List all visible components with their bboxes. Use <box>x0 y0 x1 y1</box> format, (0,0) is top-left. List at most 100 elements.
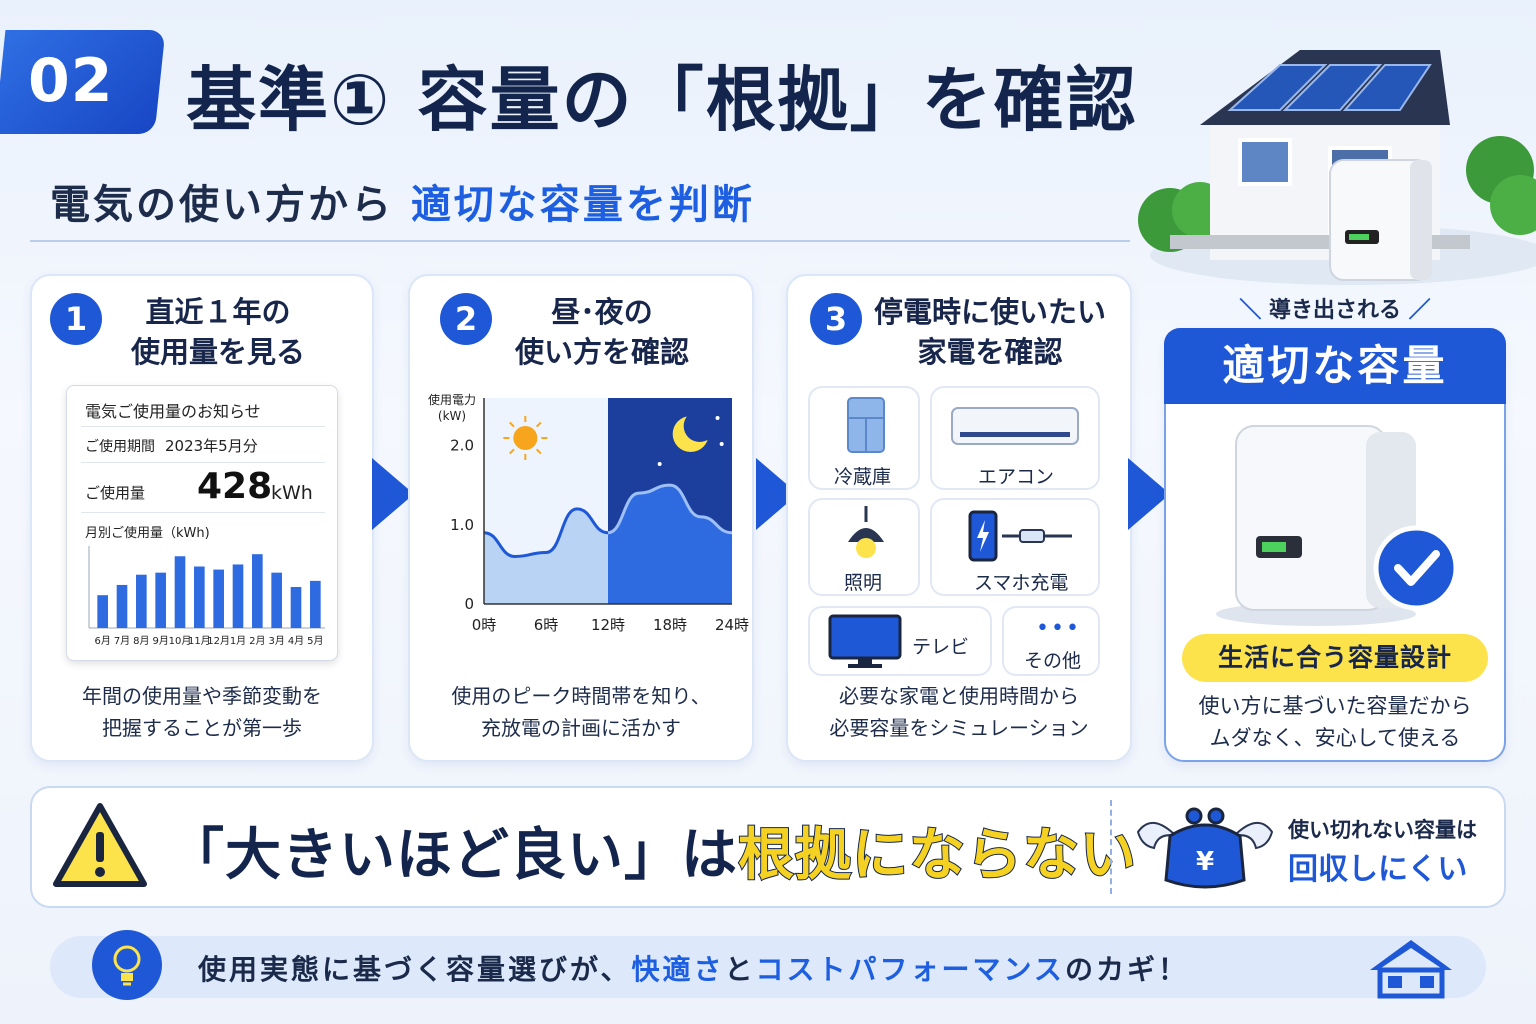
section-number: 02 <box>28 46 114 116</box>
arrow-right-icon <box>372 458 414 530</box>
usage-line <box>484 483 608 558</box>
flying-wallet-icon: ¥ <box>1136 807 1274 889</box>
x-tick-label: 1月 <box>230 635 246 647</box>
x-tick-label: 12時 <box>591 616 625 634</box>
appliance-tile-other: ••• その他 <box>1002 606 1100 676</box>
banner-divider <box>1110 800 1112 894</box>
result-caption-text: 導き出される <box>1268 298 1401 323</box>
x-tick-label: 4月 <box>288 635 304 647</box>
result-caption: ＼ 導き出される ／ <box>1239 298 1431 323</box>
more-dots-icon: ••• <box>1036 616 1081 641</box>
usage-line <box>608 483 732 558</box>
bar <box>290 587 302 628</box>
result-description: 使い方に基づいた容量だから ムダなく、安心して使える <box>1198 694 1472 750</box>
bar <box>116 584 128 628</box>
house-battery-illustration <box>1138 50 1536 285</box>
banner-side-line2: 回収しにくい <box>1288 852 1468 887</box>
x-tick-label: 18時 <box>653 616 687 634</box>
y-tick-label: 1.0 <box>450 516 474 534</box>
bar <box>97 595 108 628</box>
appliance-tile-aircon: エアコン <box>930 386 1100 490</box>
footer-highlight: 快適さ <box>631 953 725 986</box>
step-title-3: 停電時に使いたい 家電を確認 <box>873 295 1106 369</box>
warning-icon <box>53 803 147 887</box>
x-tick-label: 12月 <box>207 635 230 647</box>
electricity-bill: 電気ご使用量のお知らせ ご使用期間 2023年5月分 ご使用量 428 kWh … <box>66 385 338 661</box>
footer-text: と <box>724 953 756 986</box>
x-tick-label: 8月 <box>133 635 149 647</box>
bar <box>155 572 166 628</box>
footer-text: 使用実態に基づく容量選びが、 <box>198 953 632 986</box>
x-tick-label: 6時 <box>534 616 559 634</box>
bar <box>174 556 186 628</box>
header-divider <box>30 240 1130 242</box>
x-tick-label: 5月 <box>307 635 323 647</box>
step-number-3: 3 <box>810 293 862 345</box>
television-icon <box>828 614 902 668</box>
star-icon <box>719 442 724 446</box>
bar <box>213 569 224 628</box>
bill-usage-value: 428 <box>197 466 273 507</box>
bill-usage-label: ご使用量 <box>85 484 146 502</box>
step-title-1: 直近１年の 使用量を見る <box>130 295 305 369</box>
bill-heading: 電気ご使用量のお知らせ <box>85 402 261 421</box>
step-footer-1: 年間の使用量や季節変動を 把握することが第一歩 <box>82 684 322 740</box>
refrigerator-icon <box>847 397 885 453</box>
warning-message: 「大きいほど良い」は根拠にならない <box>168 810 1137 891</box>
day-usage-area <box>484 485 608 604</box>
bill-chart-label: 月別ご使用量（kWh) <box>85 526 210 541</box>
x-tick-label: 7月 <box>114 635 130 647</box>
appliance-tile-phone: スマホ充電 <box>930 498 1100 596</box>
star-icon <box>657 462 662 466</box>
page-subtitle: 電気の使い方から 適切な容量を判断 <box>50 172 755 230</box>
appliance-label: エアコン <box>978 466 1055 488</box>
result-pill: 生活に合う容量設計 <box>1182 634 1488 682</box>
banner-side-line1: 使い切れない容量は <box>1288 818 1477 842</box>
x-tick-label: 9月 <box>152 635 168 647</box>
y-tick-label: 2.0 <box>450 437 474 455</box>
footer-highlight: コストパフォーマンス <box>755 953 1065 986</box>
x-tick-label: 24時 <box>715 616 749 634</box>
x-tick-label: 2月 <box>249 635 265 647</box>
house-icon <box>1370 940 1452 999</box>
bar <box>232 564 244 628</box>
smartphone-charging-icon <box>968 510 1072 562</box>
x-tick-label: 0時 <box>472 616 497 634</box>
appliance-tile-fridge: 冷蔵庫 <box>808 386 920 490</box>
x-tick-label: 3月 <box>268 635 284 647</box>
bar <box>310 580 321 628</box>
step-footer-3: 必要な家電と使用時間から 必要容量をシミュレーション <box>829 684 1089 740</box>
footer-bar <box>50 936 1486 998</box>
y-axis-label: (kW) <box>438 409 466 423</box>
appliance-label: その他 <box>1024 650 1082 672</box>
appliance-tile-light: 照明 <box>808 498 920 596</box>
page-title: 基準① 容量の「根拠」を確認 <box>186 59 1138 141</box>
bill-period-value: 2023年5月分 <box>165 437 258 455</box>
appliance-label: スマホ充電 <box>974 572 1069 594</box>
bill-divider <box>81 462 325 463</box>
star-icon <box>715 416 720 420</box>
footer-text: のカギ！ <box>1064 953 1189 986</box>
warning-highlight: 根拠にならない <box>737 822 1137 889</box>
air-conditioner-icon <box>951 407 1079 445</box>
bill-divider <box>81 512 325 513</box>
lightbulb-icon <box>92 930 162 1000</box>
step-number-1: 1 <box>50 293 102 345</box>
x-tick-label: 11月 <box>188 635 211 647</box>
bar <box>136 574 147 628</box>
subtitle-highlight: 適切な容量を判断 <box>410 182 755 228</box>
bill-divider <box>81 426 325 427</box>
subtitle-prefix: 電気の使い方から <box>50 182 394 228</box>
warning-text: 「大きいほど良い」は <box>168 823 738 888</box>
y-axis-label: 使用電力 <box>428 392 476 407</box>
night-usage-area <box>608 485 732 604</box>
appliance-label: テレビ <box>912 636 970 658</box>
yen-symbol: ¥ <box>1196 847 1214 877</box>
lamp-icon <box>848 506 884 558</box>
appliance-tile-tv: テレビ <box>808 606 992 676</box>
bill-period-label: ご使用期間 <box>85 439 155 455</box>
appliance-label: 冷蔵庫 <box>834 466 892 488</box>
bill-usage-unit: kWh <box>271 482 313 504</box>
